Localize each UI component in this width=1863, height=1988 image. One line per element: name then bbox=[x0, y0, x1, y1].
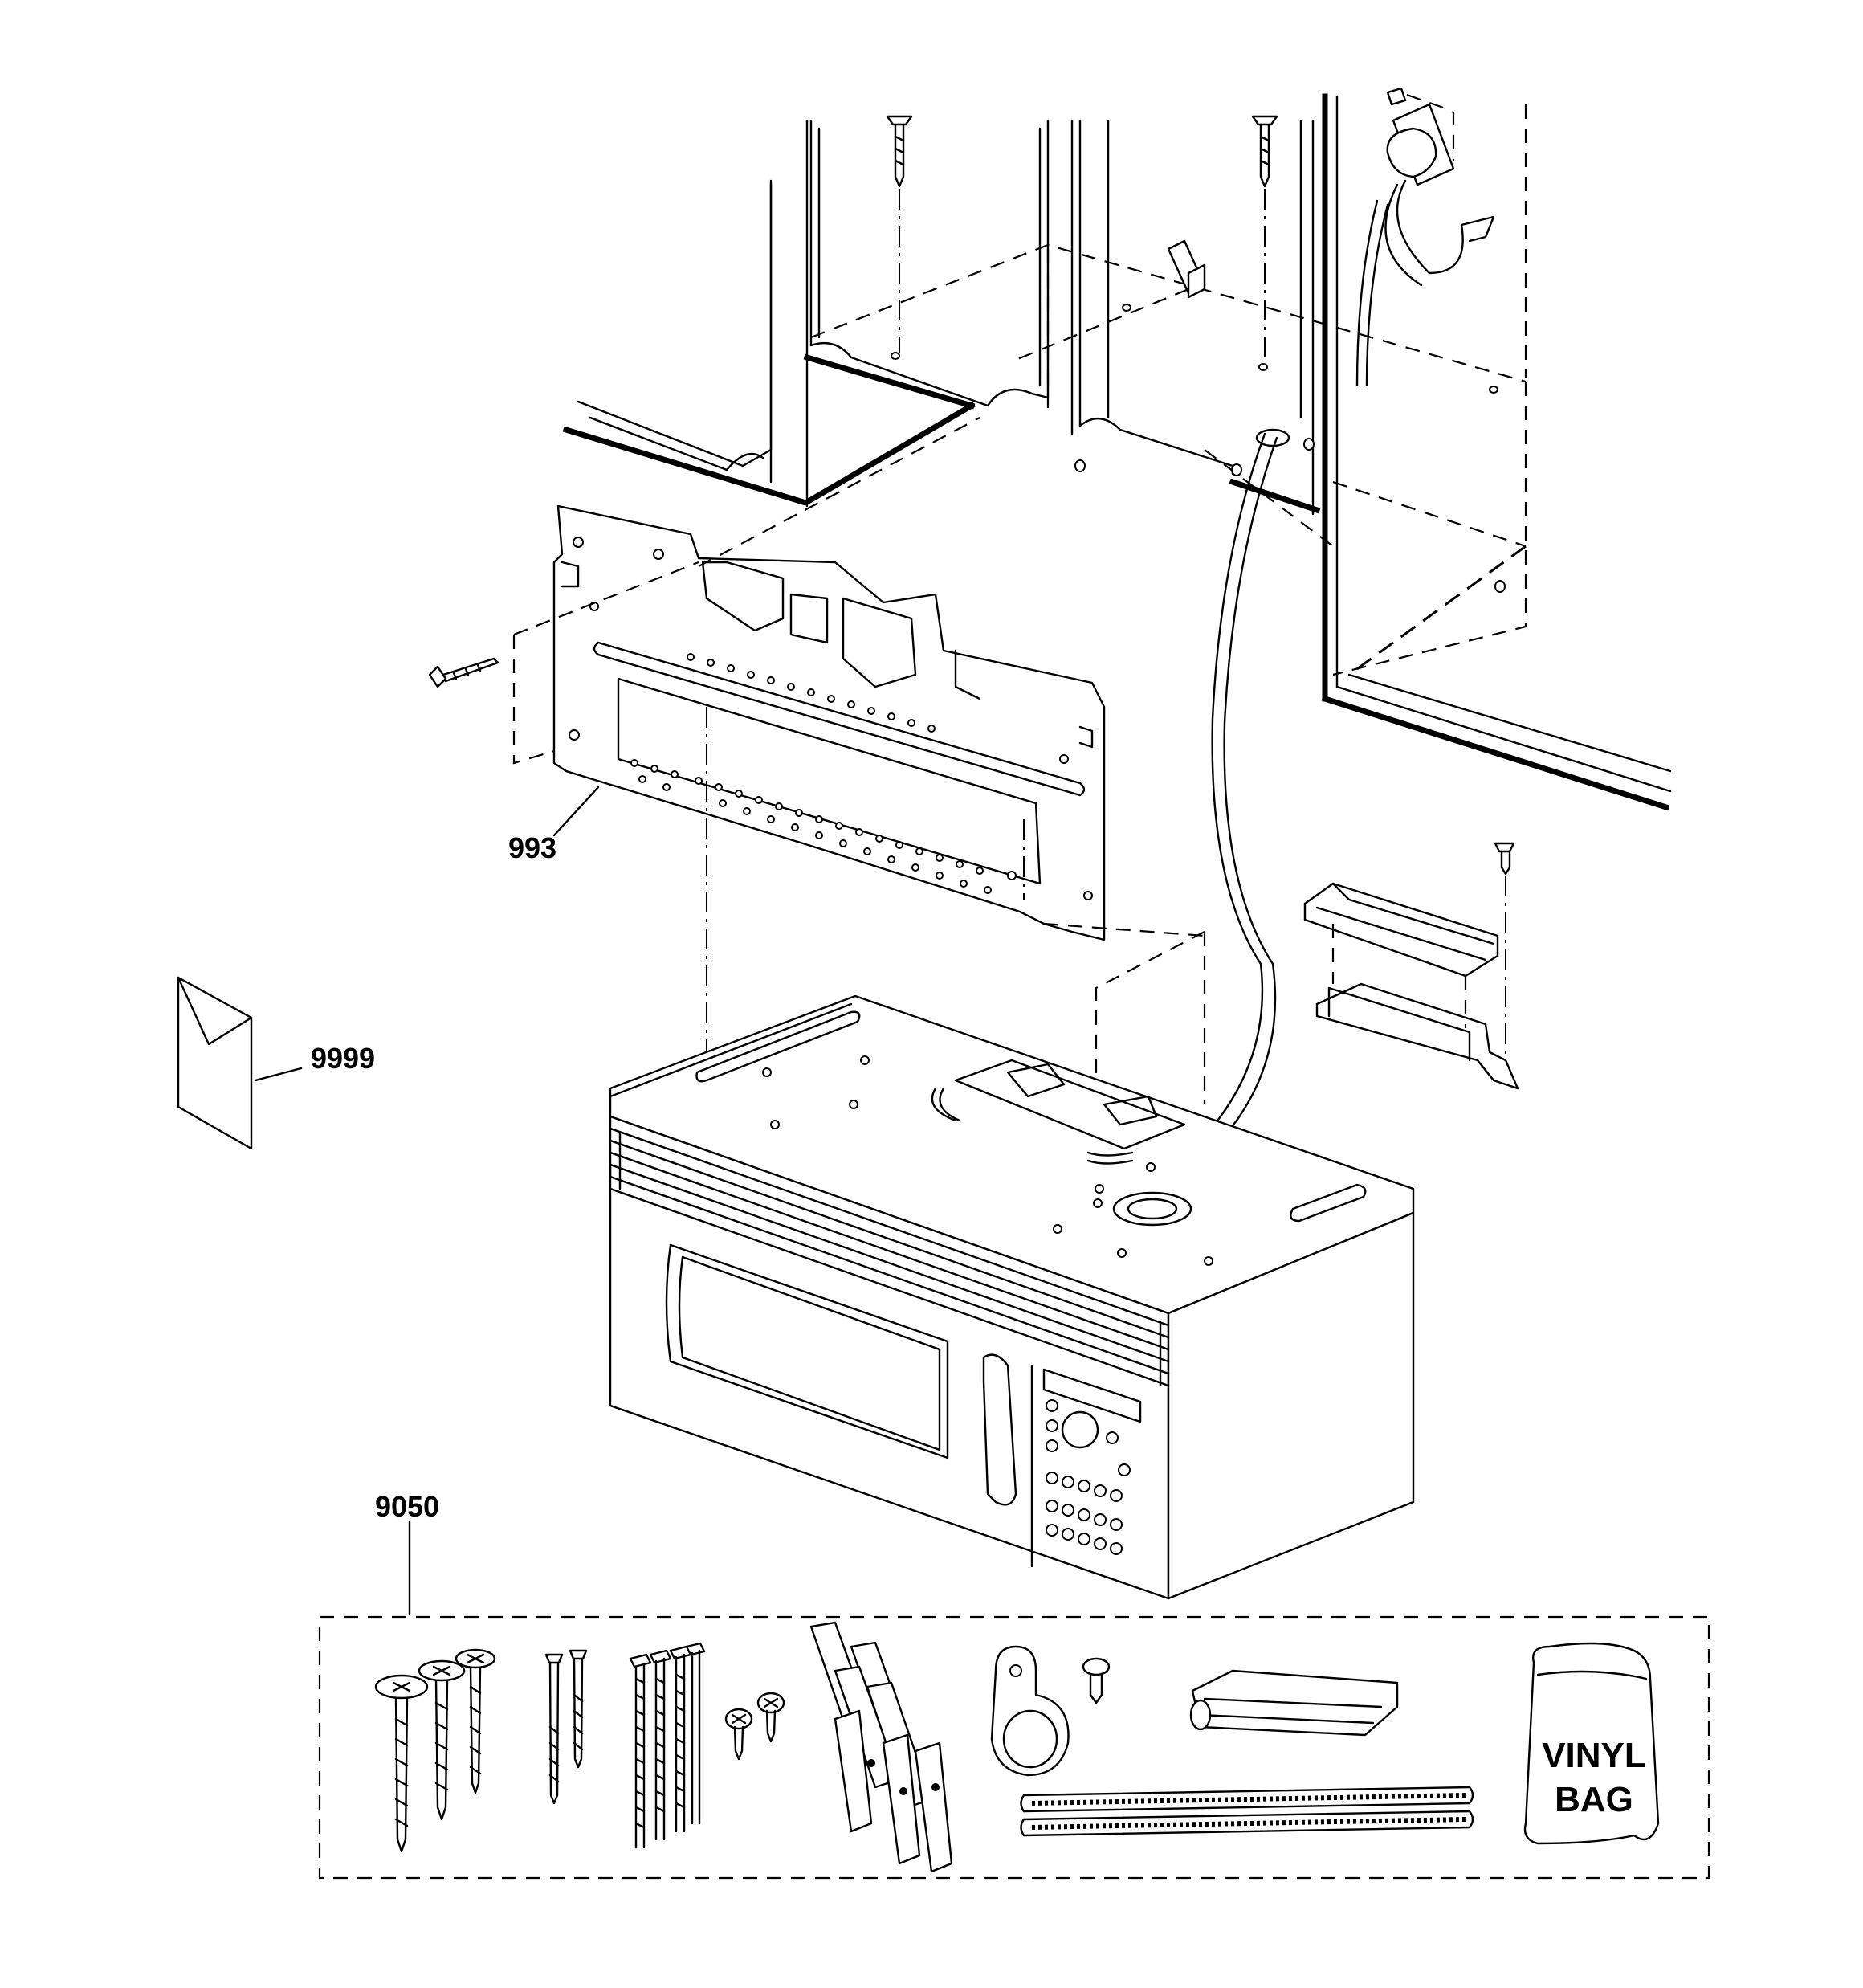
wall-cabinets bbox=[562, 93, 1672, 811]
toggle-screws bbox=[374, 1648, 496, 1853]
cabinet-screw-left bbox=[886, 115, 913, 353]
vinyl-bag: VINYL BAG bbox=[1523, 1642, 1660, 1845]
small-screws bbox=[724, 1692, 785, 1761]
toggle-bolts bbox=[629, 1642, 706, 1849]
toggle-bolt-wing bbox=[1167, 239, 1206, 299]
mounting-plate bbox=[428, 288, 1206, 1116]
plate-perforations bbox=[630, 653, 992, 894]
part-label-9999: 9999 bbox=[311, 1042, 375, 1075]
wood-screws bbox=[544, 1649, 588, 1805]
hardware-kit: VINYL BAG bbox=[318, 1521, 1710, 1880]
cord-clamp bbox=[990, 1645, 1111, 1777]
literature-envelope bbox=[177, 976, 303, 1150]
part-label-9050: 9050 bbox=[375, 1490, 439, 1523]
cabinet-screw-right bbox=[1251, 115, 1278, 365]
damper-assembly bbox=[1303, 842, 1519, 1090]
foam-strips bbox=[1020, 1786, 1474, 1837]
leader-993 bbox=[552, 786, 600, 837]
power-outlet bbox=[1355, 87, 1495, 387]
kit-damper bbox=[1189, 1669, 1399, 1737]
microwave-oven bbox=[609, 994, 1415, 1600]
toggle-wings bbox=[809, 1621, 953, 1873]
part-label-993: 993 bbox=[508, 831, 556, 864]
power-cord bbox=[1171, 428, 1290, 1182]
vinyl-bag-label-line1: VINYL bbox=[1542, 1736, 1646, 1775]
vinyl-bag-label-line2: BAG bbox=[1555, 1780, 1633, 1819]
